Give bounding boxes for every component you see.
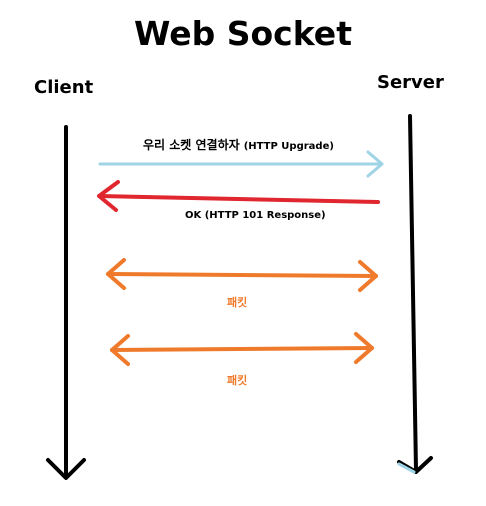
packet-label-1: 패킷 (227, 296, 248, 309)
packet-arrow-2 (110, 332, 374, 366)
upgrade-request-subtext: (HTTP Upgrade) (243, 141, 334, 152)
diagram-title: Web Socket (134, 14, 352, 53)
upgrade-request-text: 우리 소켓 연결하자 (143, 138, 240, 152)
server-lifeline (397, 114, 433, 474)
packet-arrow-1 (106, 258, 378, 292)
upgrade-request-arrow (98, 150, 384, 178)
upgrade-response-arrow (97, 180, 380, 212)
client-lifeline (46, 125, 86, 480)
upgrade-response-label: OK (HTTP 101 Response) (185, 210, 326, 221)
client-label: Client (34, 77, 94, 98)
server-label: Server (377, 72, 444, 93)
packet-label-2: 패킷 (227, 374, 248, 387)
upgrade-request-label: 우리 소켓 연결하자(HTTP Upgrade) (143, 136, 334, 153)
